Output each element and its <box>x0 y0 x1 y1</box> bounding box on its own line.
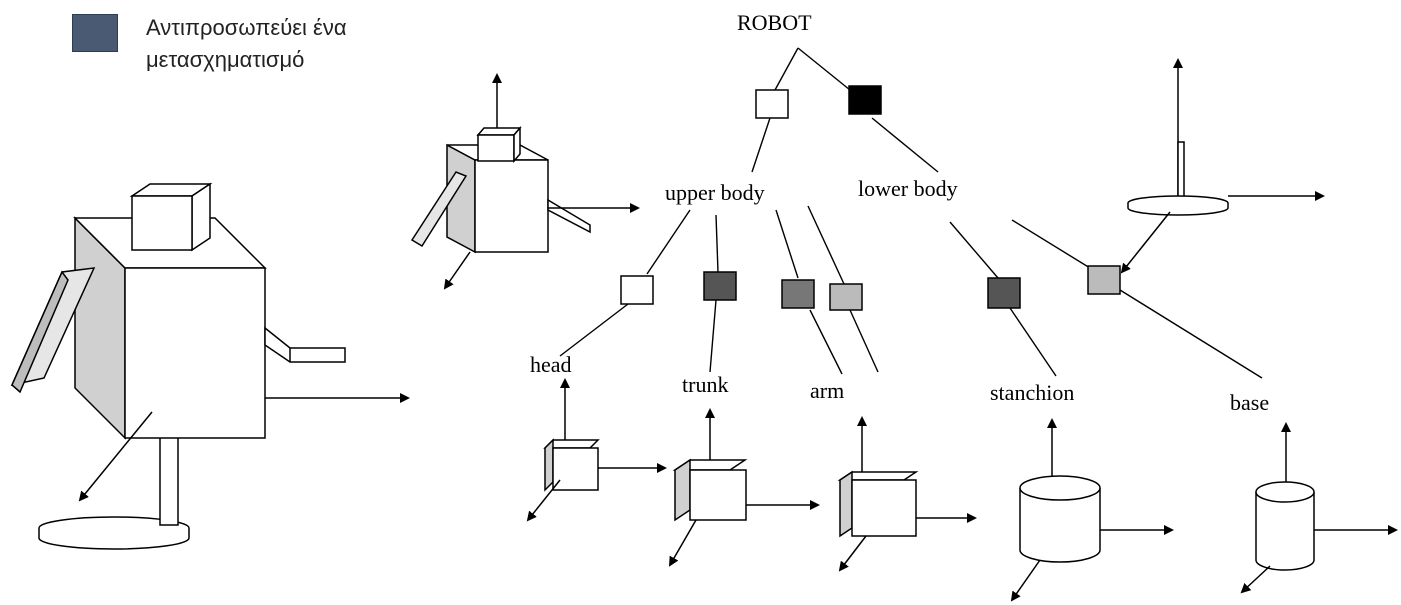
small-head-top <box>476 127 522 136</box>
leaf-frames <box>526 378 1398 602</box>
small-left-arm <box>410 171 468 248</box>
edge-base-top <box>1011 219 1091 269</box>
base-disk-side <box>38 528 190 550</box>
right-arm <box>264 326 346 363</box>
trunk-cube-frame <box>668 408 820 567</box>
edge-stanchion-bottom <box>1009 307 1057 377</box>
legend-line-1: Αντιπροσωπεύει ένα <box>146 15 347 40</box>
node-arm-medium <box>781 279 815 309</box>
label-stanchion: stanchion <box>990 380 1074 405</box>
lower-body-icon <box>1120 58 1325 274</box>
node-stanchion-dark <box>987 277 1021 309</box>
edge-robot-lower <box>797 47 851 91</box>
node-arm-light <box>829 283 863 311</box>
label-robot: ROBOT <box>737 10 812 35</box>
legend-swatch <box>72 14 118 52</box>
arm-cube-frame <box>837 416 977 572</box>
small-right-arm <box>547 198 591 234</box>
node-lower-black <box>848 85 882 115</box>
node-trunk-dark <box>703 271 737 301</box>
edge-stanchion-top <box>949 221 999 279</box>
label-head: head <box>530 352 572 377</box>
label-arm: arm <box>810 378 844 403</box>
node-head-white <box>620 275 654 305</box>
edge-arm1-top <box>775 209 799 279</box>
edge-trunk-bottom <box>709 299 717 373</box>
edge-upper <box>751 117 771 173</box>
edge-head-bottom <box>559 303 629 357</box>
left-arm-edge <box>11 270 69 394</box>
label-upper-body: upper body <box>665 180 765 205</box>
robot-illustration-large <box>10 182 410 550</box>
base-cylinder-frame <box>1240 422 1398 594</box>
edge-lower <box>871 117 939 173</box>
legend-text: Αντιπροσωπεύει ένα μετασχηματισμό <box>146 12 347 76</box>
head-front <box>131 195 193 251</box>
label-lower-body: lower body <box>858 176 958 201</box>
edge-head-top <box>646 209 691 275</box>
edge-trunk-top <box>715 214 719 273</box>
edge-base-bottom <box>1119 289 1263 379</box>
z-axis-arrow <box>78 411 153 502</box>
head-cube-frame <box>526 378 667 522</box>
head-right <box>191 182 211 252</box>
stanchion-cylinder-frame <box>1010 418 1174 602</box>
edge-robot-upper <box>774 47 799 91</box>
small-robot-z-axis <box>443 251 471 290</box>
robot-illustration-small <box>410 73 640 290</box>
body-front-face <box>124 267 266 439</box>
edge-arm2-bottom <box>849 309 879 373</box>
small-head-front <box>477 134 515 162</box>
transform-nodes <box>620 85 1121 311</box>
node-upper-white <box>755 89 789 119</box>
label-trunk: trunk <box>682 372 728 397</box>
small-body-front <box>474 159 549 253</box>
node-base-light <box>1087 265 1121 295</box>
label-base: base <box>1230 390 1269 415</box>
tree-edges <box>559 47 1263 379</box>
small-head-side <box>513 125 521 164</box>
legend-line-2: μετασχηματισμό <box>146 47 305 72</box>
edge-arm2-top <box>807 205 845 285</box>
edge-arm1-bottom <box>809 309 843 375</box>
